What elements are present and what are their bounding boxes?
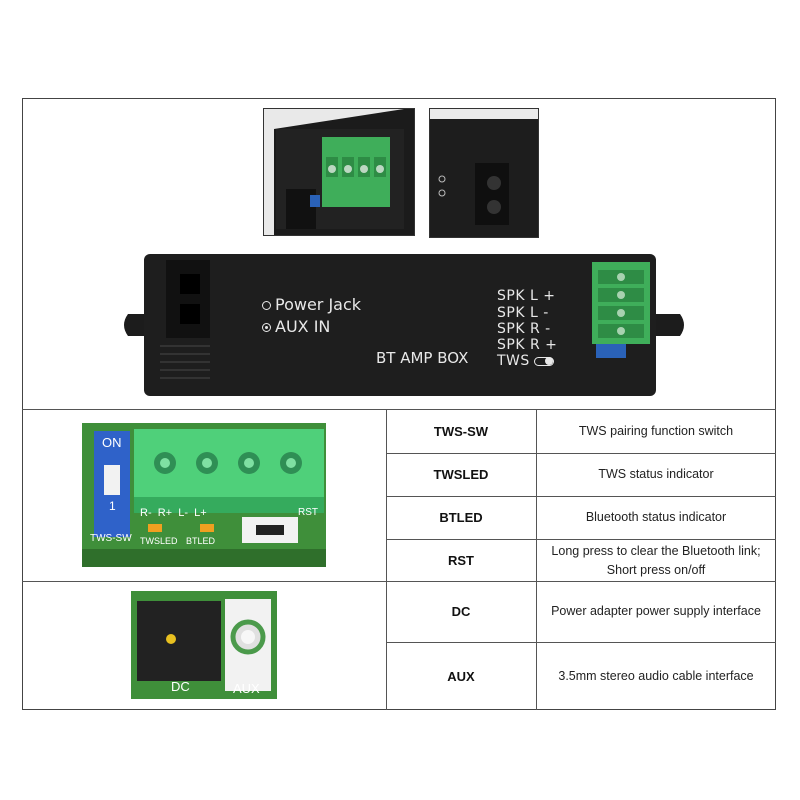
divider-pcb — [22, 581, 776, 582]
terminal-closeup-photo — [263, 108, 415, 236]
row-desc-dc: Power adapter power supply interface — [551, 604, 761, 618]
row-desc-rst: Long press to clear the Bluetooth link; … — [551, 544, 761, 577]
spk-l-plus-label: SPK L + — [497, 288, 556, 304]
row-name-rst: RST — [448, 553, 474, 568]
divider-col2 — [536, 409, 537, 710]
power-jack-text: Power Jack — [275, 295, 362, 314]
aux-in-icon — [262, 323, 271, 332]
pcb-jack-image: DC AUX — [131, 591, 277, 699]
tws-sw-pcb-label: TWS-SW — [90, 533, 132, 544]
tws-text: TWS — [497, 353, 530, 369]
aux-in-label: AUX IN — [262, 317, 330, 336]
pcb-terminal-image: ON 1 TWS-SW R- R+ L- L+ TWSLED BTLED RST — [82, 423, 326, 567]
row-name-dc: DC — [451, 604, 471, 619]
jack-closeup-photo — [429, 108, 539, 238]
row-name-twsled: TWSLED — [433, 467, 489, 482]
spk-l-minus-label: SPK L - — [497, 305, 549, 321]
rst-pcb-label: RST — [298, 507, 318, 518]
speaker-pins-label: R- R+ L- L+ — [140, 507, 207, 519]
row-desc-twsled: TWS status indicator — [598, 467, 714, 481]
power-jack-label: Power Jack — [262, 295, 361, 314]
row-divider — [386, 496, 776, 497]
tws-label: TWS — [497, 353, 554, 369]
dc-pcb-label: DC — [171, 679, 190, 694]
box-name-label: BT AMP BOX — [376, 349, 469, 367]
aux-pcb-label: AUX — [233, 681, 260, 696]
btled-pcb-label: BTLED — [186, 536, 216, 546]
row-desc-btled: Bluetooth status indicator — [585, 510, 727, 524]
row-divider — [386, 642, 776, 643]
amp-box-photo — [120, 254, 688, 396]
twsled-pcb-label: TWSLED — [140, 536, 178, 546]
switch-on-label: ON — [102, 435, 122, 450]
spk-r-minus-label: SPK R - — [497, 321, 551, 337]
row-name-btled: BTLED — [439, 510, 483, 525]
row-divider — [386, 539, 776, 540]
switch-number-label: 1 — [109, 499, 116, 513]
row-desc-aux: 3.5mm stereo audio cable interface — [558, 669, 754, 683]
divider-photo — [22, 409, 776, 410]
spk-r-plus-label: SPK R + — [497, 337, 558, 353]
aux-in-text: AUX IN — [275, 317, 331, 336]
row-name-tws-sw: TWS-SW — [433, 424, 489, 439]
row-name-aux: AUX — [447, 669, 475, 684]
tws-toggle-icon — [533, 356, 554, 366]
divider-col1 — [386, 409, 387, 710]
row-divider — [386, 453, 776, 454]
spec-table-frame — [22, 98, 776, 710]
row-desc-tws-sw: TWS pairing function switch — [578, 424, 734, 438]
power-jack-icon — [262, 301, 271, 310]
